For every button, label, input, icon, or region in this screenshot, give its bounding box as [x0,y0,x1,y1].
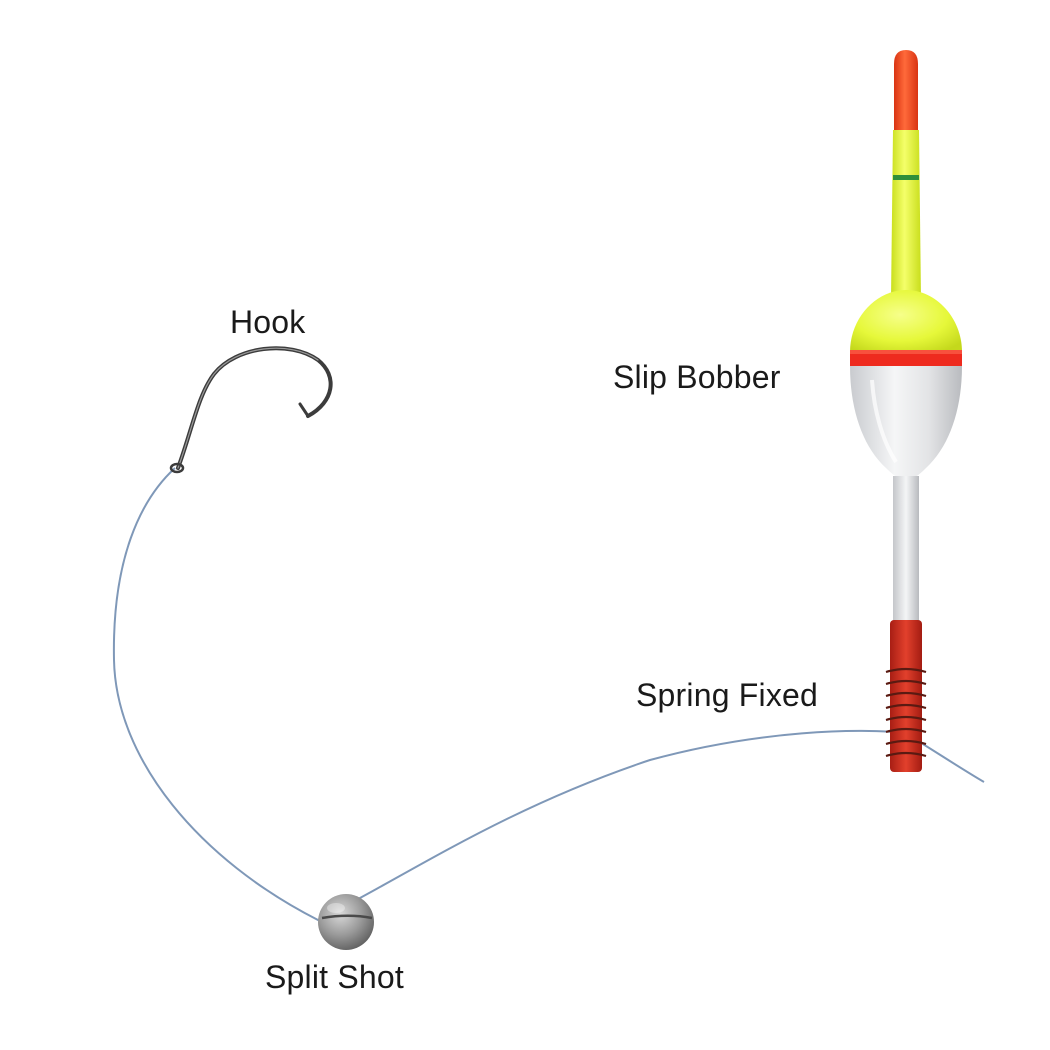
label-split-shot: Split Shot [265,959,404,995]
split-shot-icon [318,894,374,950]
slip-bobber-icon [850,50,962,772]
label-slip-bobber: Slip Bobber [613,359,781,395]
label-hook: Hook [230,304,306,340]
label-spring-fixed: Spring Fixed [636,677,819,713]
fishing-line [112,467,985,922]
hook-icon [169,346,333,474]
